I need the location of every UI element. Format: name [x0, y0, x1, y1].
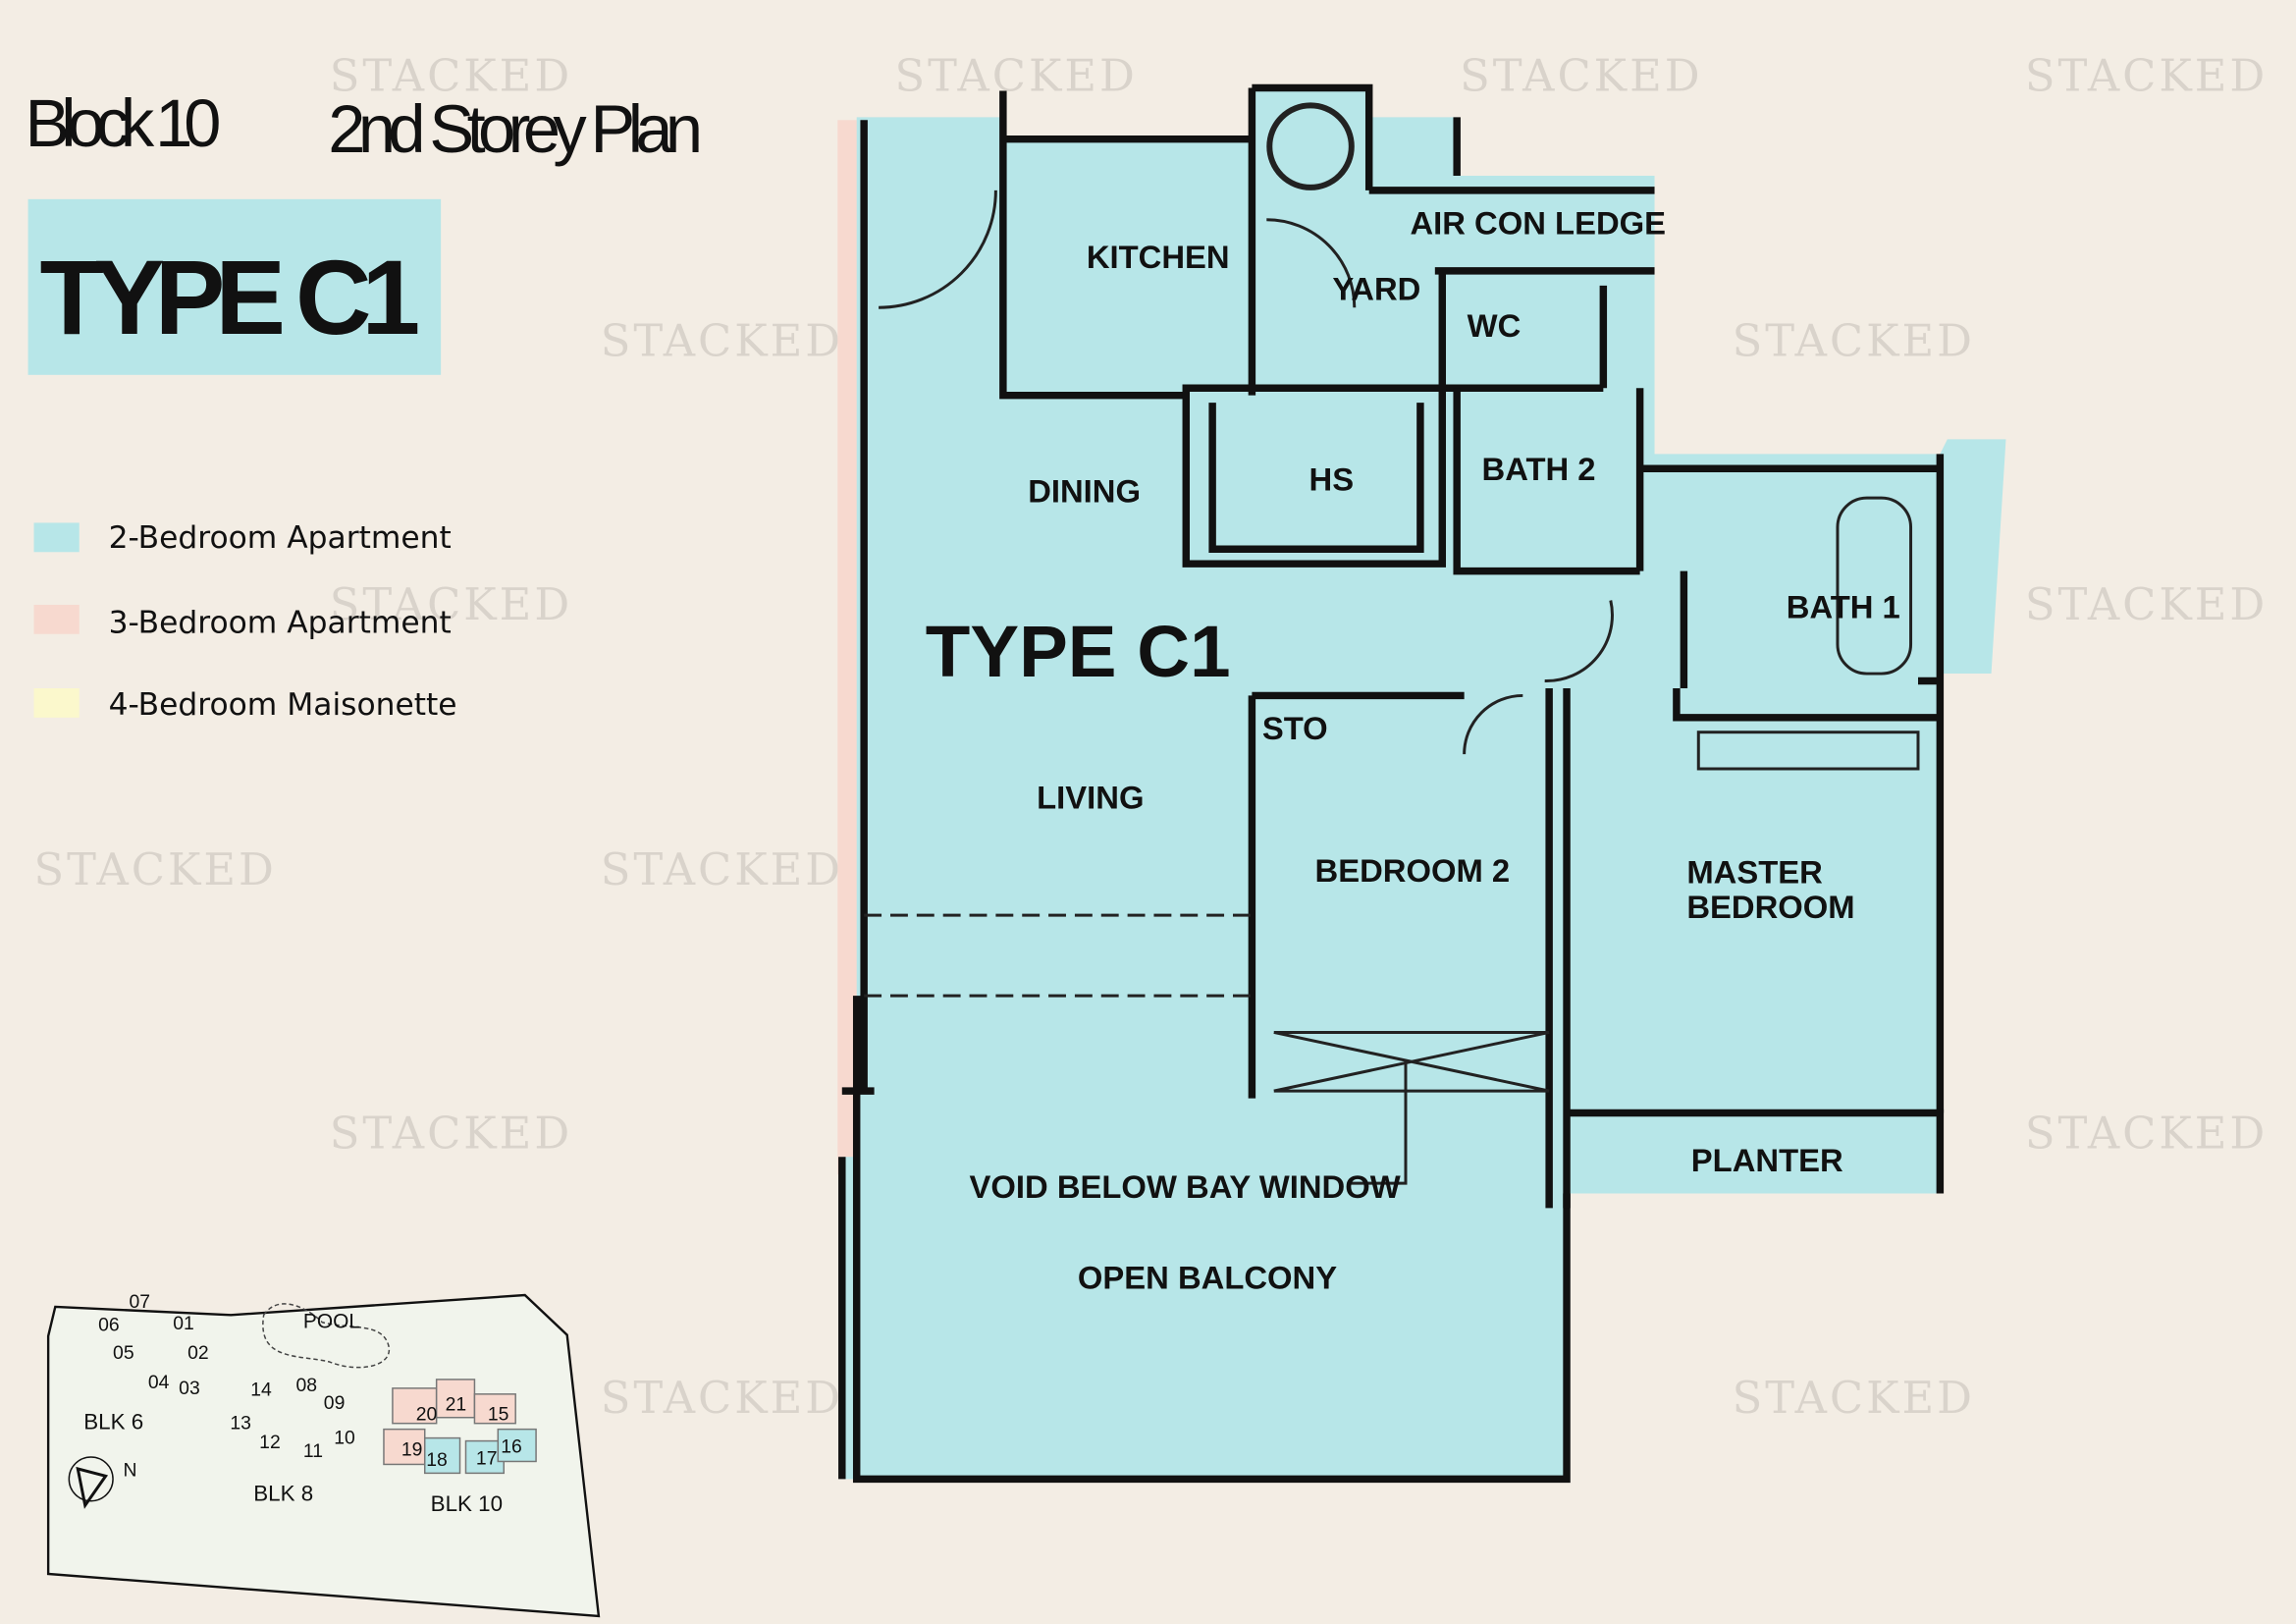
legend-swatch-2br	[33, 522, 80, 553]
key-plan: POOL 06 07 01 05 02 04 03 08 09 14 13 12…	[46, 1291, 601, 1618]
floor-plan: KITCHEN YARD AIR CON LEDGE WC DINING HS …	[837, 83, 2006, 1484]
key-unit: 20	[416, 1404, 438, 1426]
room-dining: DINING	[1028, 473, 1141, 510]
key-unit: 21	[446, 1393, 467, 1415]
room-bedroom-2: BEDROOM 2	[1315, 852, 1511, 889]
key-unit: 14	[250, 1379, 272, 1400]
room-air-con-ledge: AIR CON LEDGE	[1410, 205, 1666, 242]
key-blk-6: BLK 6	[83, 1410, 143, 1435]
watermark: STACKED	[1460, 49, 1702, 101]
room-hs: HS	[1309, 461, 1355, 498]
north-label: N	[123, 1459, 136, 1481]
key-unit: 01	[173, 1313, 194, 1334]
key-blk-10: BLK 10	[431, 1491, 503, 1516]
legend-label-4br: 4-Bedroom Maisonette	[109, 687, 457, 723]
block-title: Block 10	[26, 85, 222, 161]
void-label: VOID BELOW BAY WINDOW	[970, 1168, 1401, 1205]
key-blk-8: BLK 8	[253, 1482, 313, 1506]
type-badge-label: TYPE C1	[39, 239, 420, 356]
watermark: STACKED	[330, 578, 572, 630]
watermark: STACKED	[330, 49, 572, 101]
key-unit: 19	[401, 1438, 423, 1460]
key-unit: 05	[113, 1342, 134, 1364]
key-unit: 06	[98, 1315, 120, 1336]
type-badge	[27, 198, 442, 375]
watermark: STACKED	[601, 1372, 843, 1424]
legend: 2-Bedroom Apartment 3-Bedroom Apartment …	[33, 520, 457, 723]
legend-label-3br: 3-Bedroom Apartment	[109, 605, 452, 640]
room-bath-2: BATH 2	[1482, 451, 1596, 487]
watermark: STACKED	[601, 843, 843, 895]
watermark: STACKED	[894, 49, 1137, 101]
plan-type-label: TYPE C1	[926, 610, 1231, 692]
room-kitchen: KITCHEN	[1087, 239, 1230, 275]
key-unit: 08	[295, 1375, 317, 1396]
watermark: STACKED	[2025, 1107, 2268, 1159]
room-living: LIVING	[1037, 779, 1144, 815]
room-store: STO	[1262, 710, 1328, 746]
plan-title: 2nd Storey Plan	[328, 91, 703, 167]
legend-label-2br: 2-Bedroom Apartment	[109, 520, 452, 556]
room-bath-1: BATH 1	[1787, 588, 1900, 624]
watermarks: STACKED STACKED STACKED STACKED STACKED …	[34, 49, 2268, 1424]
room-master-bedroom-line1: MASTER	[1686, 853, 1823, 890]
room-master-bedroom-line2: BEDROOM	[1686, 889, 1854, 925]
watermark: STACKED	[2025, 578, 2268, 630]
key-unit: 10	[334, 1428, 355, 1449]
legend-swatch-4br	[33, 687, 80, 718]
watermark: STACKED	[1733, 314, 1975, 366]
room-wc: WC	[1468, 307, 1522, 344]
key-unit: 16	[501, 1436, 522, 1458]
watermark: STACKED	[330, 1107, 572, 1159]
key-unit: 18	[426, 1449, 448, 1471]
north-arrow-icon: N	[68, 1456, 136, 1509]
room-planter: PLANTER	[1691, 1142, 1843, 1178]
room-yard: YARD	[1332, 271, 1420, 307]
key-unit: 07	[129, 1291, 150, 1313]
key-unit: 09	[324, 1392, 346, 1414]
key-unit: 17	[476, 1447, 498, 1469]
watermark: STACKED	[601, 314, 843, 366]
key-unit: 03	[179, 1378, 200, 1399]
watermark: STACKED	[2025, 49, 2268, 101]
room-open-balcony: OPEN BALCONY	[1078, 1259, 1337, 1295]
watermark: STACKED	[1733, 1372, 1975, 1424]
key-unit: 15	[488, 1404, 509, 1426]
key-pool: POOL	[303, 1311, 360, 1333]
legend-swatch-3br	[33, 604, 80, 634]
key-unit: 12	[259, 1432, 281, 1453]
key-unit: 11	[303, 1440, 323, 1462]
watermark: STACKED	[34, 843, 277, 895]
key-unit: 04	[148, 1372, 170, 1393]
key-unit: 02	[187, 1342, 209, 1364]
key-unit: 13	[230, 1413, 251, 1435]
